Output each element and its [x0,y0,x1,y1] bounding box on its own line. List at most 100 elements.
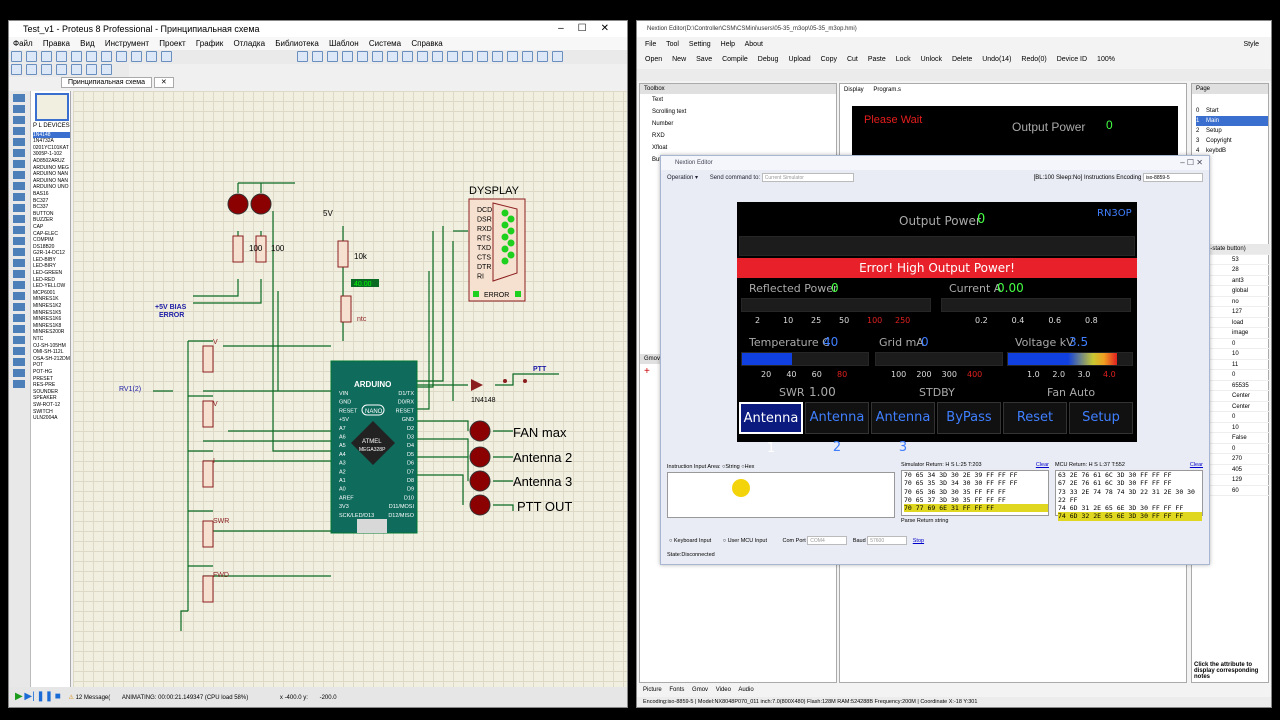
encoding-select[interactable]: iso-8859-5 [1143,172,1203,182]
antenna-3-button[interactable]: Antenna 3 [871,402,935,455]
string-radio[interactable]: ○ [722,464,726,470]
device-list-item[interactable]: LED-BIRY [33,263,56,270]
circle-icon[interactable] [13,281,25,289]
search-icon[interactable] [26,64,37,75]
symbol-icon[interactable] [13,325,25,333]
menu-help[interactable]: Help [720,41,736,48]
text-icon[interactable] [13,314,25,322]
device-list-item[interactable]: SW-ROT-12 [33,401,61,408]
device-list-item[interactable]: 1N4732A [33,138,54,145]
menu-debug[interactable]: Отладка [233,39,266,48]
subcircuit-icon[interactable] [13,160,25,168]
cut-icon[interactable] [447,51,459,62]
maximize-button[interactable]: ☐ [577,23,601,34]
menu-tool[interactable]: Инструмент [104,39,150,48]
new-sheet-icon[interactable] [71,64,82,75]
toolbar-undo-14-[interactable]: Undo(14) [982,56,1012,63]
device-list-item[interactable]: SPEAKER [33,395,57,402]
play-button[interactable]: ▶ [15,691,23,702]
tab-schematic[interactable]: Принципиальная схема [61,77,152,88]
attribute-row[interactable]: False [1192,433,1270,444]
com-port-select[interactable]: COM4 [807,536,848,545]
menu-file[interactable]: Файл [13,39,33,48]
block-delete-icon[interactable] [537,51,549,62]
menu-file[interactable]: File [645,41,657,48]
netlist-icon[interactable] [101,64,112,75]
toolbar-debug[interactable]: Debug [757,56,779,63]
attribute-row[interactable]: 405 [1192,465,1270,475]
gerber-icon[interactable] [116,51,127,62]
origin-icon[interactable] [327,51,339,62]
tab-display[interactable]: Display [844,87,864,93]
selection-mode-icon[interactable] [13,94,25,102]
attribute-row[interactable]: 0 [1192,444,1270,454]
device-list-item[interactable]: 0201YC101KAT [33,144,69,151]
attribute-row[interactable]: Center [1192,402,1270,412]
attribute-row[interactable]: 10 [1192,349,1270,360]
messages-count[interactable]: 12 Message( [75,695,111,701]
toolbar-redo-0-[interactable]: Redo(0) [1021,56,1047,63]
device-list-item[interactable]: 3005P-1-102 [33,151,62,158]
device-list-item[interactable]: MINRES1K8 [33,322,62,329]
tab-video[interactable]: Video [715,687,731,693]
attribute-row[interactable]: 28 [1192,265,1270,276]
block-rotate-icon[interactable] [522,51,534,62]
toolbar-100-[interactable]: 100% [1097,56,1115,63]
box-icon[interactable] [13,270,25,278]
pan-icon[interactable] [342,51,354,62]
copy-icon[interactable] [462,51,474,62]
terminal-icon[interactable] [13,171,25,179]
attribute-row[interactable]: 11 [1192,360,1270,370]
tab-gmov[interactable]: Gmov [692,687,709,693]
marker-icon[interactable] [13,336,25,344]
device-list-item[interactable]: ARDUINO NAN [33,177,69,184]
attribute-row[interactable]: 60 [1192,486,1270,496]
add-gmov-button[interactable]: + [644,366,650,377]
device-list-item[interactable]: BUTTON [33,210,54,217]
virtual-instrument-icon[interactable] [13,248,25,256]
device-list-item[interactable]: CAP-ELEC [33,230,59,237]
device-list-item[interactable]: LED-GREEN [33,270,63,277]
generator-icon[interactable] [13,215,25,223]
toolbar-save[interactable]: Save [696,56,713,63]
antenna-2-button[interactable]: Antenna 2 [805,402,869,455]
menu-system[interactable]: Система [368,39,402,48]
device-list-item[interactable]: POT-HG [33,368,53,375]
attribute-row[interactable]: 65535 [1192,381,1270,391]
stop-button[interactable]: Stop [912,537,925,544]
device-list-item[interactable]: LED-BIBY [33,256,56,263]
attribute-row[interactable]: no [1192,297,1270,307]
attribute-row[interactable]: 0 [1192,412,1270,423]
menu-help[interactable]: Справка [411,39,443,48]
schematic-icon[interactable] [71,51,82,62]
device-list-item[interactable]: 1N4148 [33,131,70,139]
mirror-x-icon[interactable] [13,369,25,377]
block-copy-icon[interactable] [492,51,504,62]
redo-icon[interactable] [432,51,444,62]
home-icon[interactable] [56,51,67,62]
send-target-select[interactable]: Current Simulator [761,172,854,182]
menu-graph[interactable]: График [195,39,224,48]
device-list-item[interactable]: NTC [33,336,44,342]
close-tab-icon[interactable]: ✕ [153,77,174,88]
sim-clear-button[interactable]: Clear [1035,462,1049,468]
schematic-canvas[interactable]: 100 100 5V 10k 40.00 ntc +5V BIAS ERROR … [73,91,627,687]
keyboard-input-radio[interactable]: ○ [669,537,673,544]
device-list-item[interactable]: G2R-14-DC12 [33,250,65,257]
pick-icon[interactable] [552,51,564,62]
wire-autorouter-icon[interactable] [11,64,22,75]
toolbox-item[interactable]: Number [652,121,674,127]
mcu-clear-button[interactable]: Clear [1189,462,1203,468]
toolbar-lock[interactable]: Lock [895,56,911,63]
device-list-item[interactable]: POT [33,362,44,369]
device-list-item[interactable]: MINRES1K6 [33,316,62,323]
tab-program[interactable]: Program.s [873,87,902,93]
device-list-item[interactable]: BC327 [33,197,49,204]
toolbar-upload[interactable]: Upload [788,56,811,63]
device-list-item[interactable]: BUZZER [33,217,53,224]
reset-button[interactable]: Reset [1003,402,1067,434]
property-icon[interactable] [41,64,52,75]
